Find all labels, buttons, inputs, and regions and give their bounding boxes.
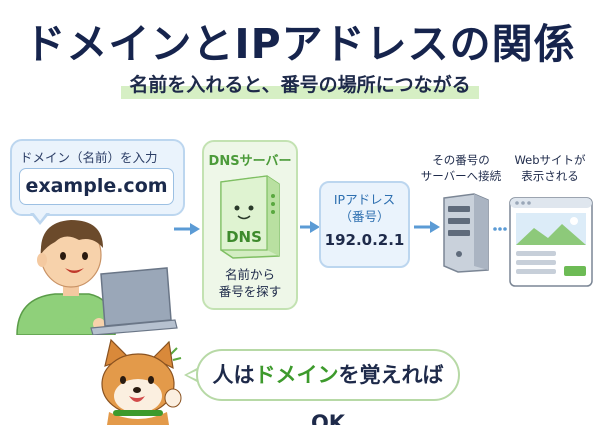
subtitle-wrap: 名前を入れると、番号の場所につながる: [0, 70, 600, 99]
shiba-dog-icon: [101, 338, 182, 425]
dns-server-label: DNS: [226, 228, 262, 246]
ip-address-value: 192.0.2.1: [324, 231, 405, 249]
ip-address-box: [319, 181, 410, 268]
message-tail-inner: [187, 370, 198, 380]
domain-input-field: example.com: [19, 168, 174, 205]
bubble-tail-inner: [33, 212, 47, 221]
page-subtitle: 名前を入れると、番号の場所につながる: [121, 70, 479, 99]
dns-server-description: 名前から 番号を探す: [202, 266, 298, 300]
dns-desc-line1: 名前から: [224, 267, 275, 282]
website-window-icon: [509, 197, 593, 287]
dns-server-title: DNSサーバー: [208, 154, 292, 169]
dns-desc-line2: 番号を探す: [218, 284, 282, 299]
key-message: 人はドメインを覚えればOK: [196, 349, 460, 425]
ip-label-line2: （番号）: [339, 209, 390, 224]
website-label-line1: Webサイトが: [514, 153, 586, 167]
message-suffix: を覚えればOK: [310, 363, 444, 425]
ip-label-line1: IPアドレス: [333, 192, 396, 207]
website-label: Webサイトが 表示される: [502, 152, 598, 184]
domain-input-label: ドメイン（名前）を入力: [20, 150, 158, 165]
server-tower-icon: [443, 193, 489, 273]
person-laptop-icon: [16, 220, 178, 335]
arrow-right-icon: [174, 223, 200, 235]
arrow-right-icon: [300, 221, 320, 233]
connection-dots: [493, 227, 507, 231]
connect-server-label: その番号の サーバーへ接続: [418, 152, 504, 184]
connect-label-line1: その番号の: [432, 153, 490, 167]
page-title: ドメインとIPアドレスの関係: [24, 20, 576, 68]
dns-server-icon: DNS: [220, 175, 280, 259]
message-highlight: ドメイン: [254, 363, 339, 387]
arrow-right-icon: [414, 221, 440, 233]
website-label-line2: 表示される: [521, 169, 579, 183]
connect-label-line2: サーバーへ接続: [420, 169, 502, 183]
message-prefix: 人は: [212, 363, 255, 387]
ip-address-label: IPアドレス （番号）: [319, 191, 410, 225]
